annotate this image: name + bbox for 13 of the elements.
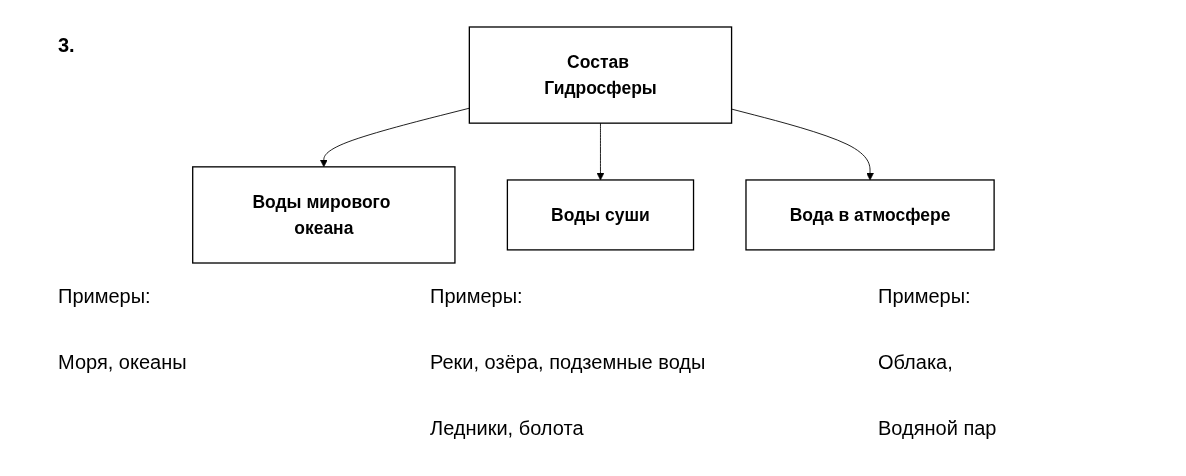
node-box: Воды суши [506,179,694,251]
example-text: Моря, океаны [58,351,187,374]
example-text: Облака, [878,351,953,374]
examples-heading: Примеры: [58,285,151,308]
examples-heading: Примеры: [430,285,523,308]
node-box: Вода в атмосфере [744,179,995,251]
task-number: 3. [58,34,75,57]
example-text: Реки, озёра, подземные воды [430,351,706,374]
node-box: Состав Гидросферы [468,26,732,124]
example-text: Ледники, болота [430,417,584,440]
example-text: Водяной пар [878,417,997,440]
examples-heading: Примеры: [878,285,971,308]
node-box: Воды мирового океана [191,166,456,264]
